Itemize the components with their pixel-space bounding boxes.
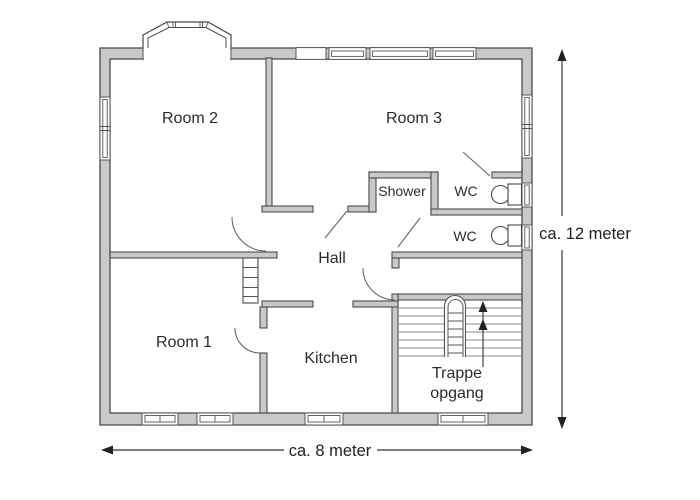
window-right-wc1-pane bbox=[524, 184, 530, 206]
stair-winder-treads bbox=[448, 312, 463, 354]
bay-window-opening bbox=[143, 46, 231, 61]
door-swing-wc1 bbox=[462, 151, 491, 177]
door-swing-wc2 bbox=[397, 217, 421, 248]
height-dimension: ca. 12 meter bbox=[539, 49, 631, 429]
window-left-room2-mullion bbox=[100, 126, 110, 131]
window-top-2-pane bbox=[331, 50, 364, 57]
bottom-wall-windows bbox=[141, 412, 489, 426]
wall-hall-stub bbox=[391, 257, 400, 269]
stairs-label-line1: Trappe bbox=[432, 365, 482, 382]
chimney-outline bbox=[242, 257, 259, 304]
wall-wc2-south bbox=[391, 251, 523, 259]
wall-shower-north bbox=[368, 171, 439, 179]
toilet-bowl-icon bbox=[490, 225, 511, 246]
window-right-room3 bbox=[521, 94, 533, 159]
doors bbox=[231, 151, 491, 354]
window-right-wc1 bbox=[521, 182, 533, 208]
wc1-label: WC bbox=[454, 183, 477, 199]
wall-kitchen-north-west bbox=[261, 300, 314, 308]
arrow-left-icon bbox=[101, 445, 113, 455]
top-wall-windows bbox=[295, 47, 477, 60]
interior-walls bbox=[109, 57, 523, 414]
window-left-room2 bbox=[99, 96, 111, 161]
window-top-1 bbox=[295, 47, 327, 60]
door-arc-hall-kitchen bbox=[362, 267, 396, 301]
shower-label: Shower bbox=[378, 183, 426, 199]
window-top-4-pane bbox=[435, 50, 474, 57]
wall-wc1-north bbox=[491, 171, 523, 179]
window-left-room2-pane bbox=[102, 99, 108, 158]
room3-label: Room 3 bbox=[386, 110, 442, 127]
toilet-bowl-icon bbox=[490, 184, 511, 205]
wall-room1-kitchen-upper bbox=[259, 306, 268, 329]
stair-up-arrow-icon bbox=[478, 319, 488, 330]
hall-label: Hall bbox=[318, 250, 346, 267]
arrow-right-icon bbox=[521, 445, 533, 455]
wall-room2-room1 bbox=[109, 251, 278, 259]
toilet-icon-wc2 bbox=[490, 224, 523, 247]
chimney-shaft bbox=[242, 257, 259, 304]
bay-window-mullions bbox=[166, 22, 209, 28]
bay-window-inner-frame bbox=[147, 27, 227, 48]
bay-window bbox=[142, 21, 232, 61]
staircase bbox=[399, 295, 521, 367]
window-right-wc2 bbox=[521, 224, 533, 251]
height-dimension-label: ca. 12 meter bbox=[539, 225, 631, 243]
wall-hall-north-west bbox=[261, 205, 314, 213]
toilet-tank-icon bbox=[507, 224, 523, 247]
door-arc-room2 bbox=[231, 216, 267, 252]
toilet-icon-wc1 bbox=[490, 183, 523, 206]
door-swing-room3-hall bbox=[324, 210, 348, 239]
right-wall-windows bbox=[521, 94, 533, 251]
kitchen-label: Kitchen bbox=[304, 350, 357, 367]
arrow-up-icon bbox=[557, 49, 567, 61]
stair-up-arrow-icon bbox=[478, 301, 488, 312]
wall-kitchen-north-east bbox=[352, 300, 399, 308]
wall-wc1-wc2 bbox=[430, 208, 523, 216]
wall-kitchen-stairs bbox=[391, 293, 399, 414]
arrow-down-icon bbox=[557, 417, 567, 429]
window-top-3 bbox=[369, 47, 431, 60]
width-dimension-label: ca. 8 meter bbox=[289, 442, 372, 460]
window-top-3-pane bbox=[372, 50, 428, 57]
window-right-wc2-pane bbox=[524, 226, 530, 249]
width-dimension: ca. 8 meter bbox=[101, 442, 533, 460]
door-arc-room1 bbox=[234, 327, 261, 354]
room1-label: Room 1 bbox=[156, 334, 212, 351]
window-right-room3-pane bbox=[524, 97, 530, 156]
room2-label: Room 2 bbox=[162, 110, 218, 127]
wall-room1-kitchen-lower bbox=[259, 352, 268, 414]
chimney-rungs bbox=[243, 267, 258, 297]
window-right-room3-mullion bbox=[522, 124, 532, 129]
stair-winder-inner-rail bbox=[447, 299, 464, 357]
wc2-label: WC bbox=[453, 228, 476, 244]
left-wall-window bbox=[99, 96, 111, 161]
window-top-2 bbox=[328, 47, 367, 60]
wall-room2-room3 bbox=[265, 57, 273, 212]
window-top-4 bbox=[432, 47, 477, 60]
stairs-label-line2: opgang bbox=[430, 385, 483, 402]
toilet-tank-icon bbox=[507, 183, 523, 206]
